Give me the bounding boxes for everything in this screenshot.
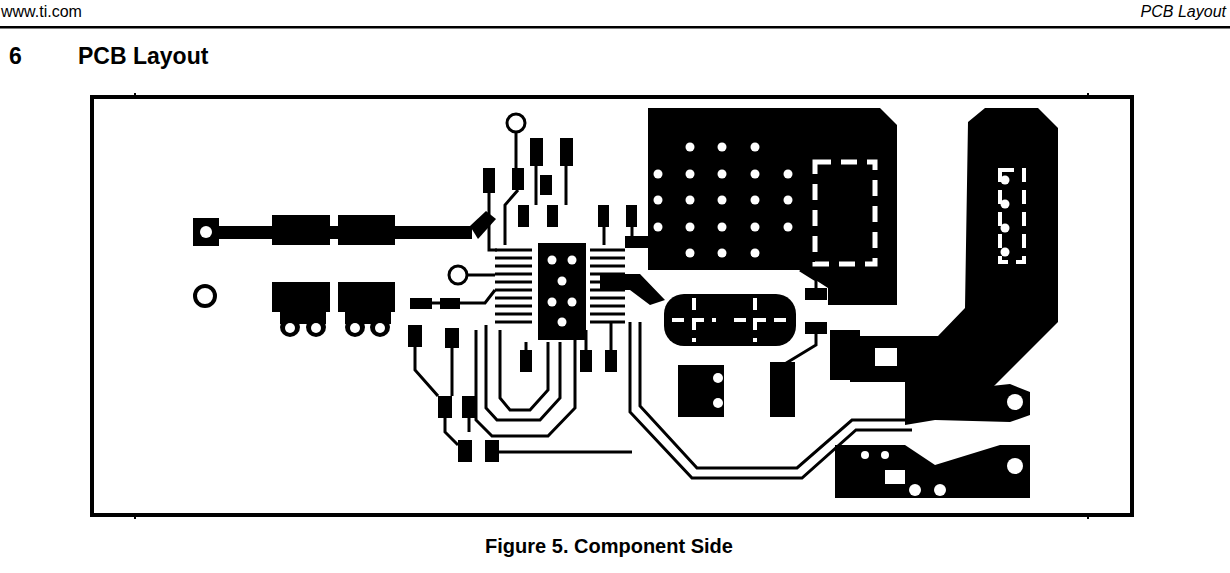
text-slot: Figure 5. Component Side xyxy=(485,535,733,558)
figure-caption: Figure 5. Component Side xyxy=(485,535,733,557)
connector-pad xyxy=(835,445,1030,498)
page-label: www.ti.com xyxy=(1,3,82,20)
via-hole xyxy=(200,226,212,238)
ground-pour xyxy=(625,108,897,305)
page-label: PCB Layout xyxy=(1141,3,1226,20)
board-outline xyxy=(92,97,1132,515)
text-slot: www.ti.com xyxy=(1,3,82,21)
test-point xyxy=(507,114,525,132)
capacitor-pads xyxy=(272,282,395,337)
inductor-pad xyxy=(664,294,796,346)
text-slot: PCB Layout xyxy=(1141,3,1226,21)
output-pour xyxy=(830,108,1058,425)
header-rule xyxy=(0,26,1230,29)
transistor-pads xyxy=(678,362,795,417)
section-heading: PCB Layout xyxy=(78,43,208,69)
power-trace xyxy=(600,274,665,305)
text-slot: 6 xyxy=(9,43,22,70)
text-slot: PCB Layout xyxy=(78,43,208,70)
qfn-ic xyxy=(495,243,625,340)
test-point xyxy=(449,266,467,284)
ring-pad xyxy=(195,286,215,306)
corner-ticks xyxy=(135,93,1088,519)
page-label: 6 xyxy=(9,43,22,69)
board xyxy=(92,93,1132,519)
input-trace xyxy=(193,211,496,246)
